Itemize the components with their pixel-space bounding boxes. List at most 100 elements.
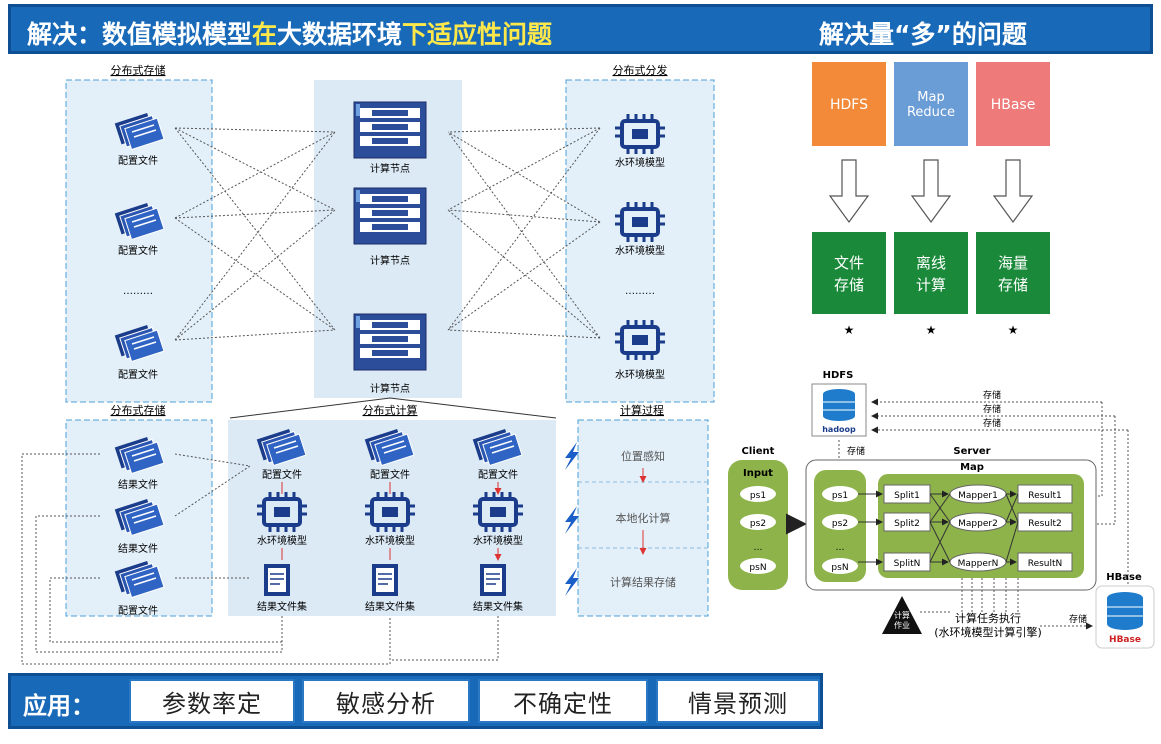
- main-title: 解决：数值模拟模型在大数据环境下适应性问题: [27, 20, 553, 49]
- svg-text:存储: 存储: [983, 389, 1001, 401]
- config-file-label: 配置文件: [118, 244, 158, 257]
- svg-text:HBase: HBase: [1109, 635, 1141, 645]
- svg-text:水环境模型: 水环境模型: [365, 534, 415, 547]
- result-label: Result1: [1028, 491, 1062, 501]
- server-item-label: psN: [831, 563, 848, 573]
- role-box-mass-storage: [976, 232, 1050, 314]
- svg-text:Map: Map: [917, 90, 944, 105]
- right-title: 解决量“多”的问题: [819, 20, 1027, 49]
- svg-text:存储: 存储: [834, 276, 864, 294]
- svg-text:离线: 离线: [916, 254, 946, 272]
- dist-compute-label: 分布式计算: [363, 403, 418, 417]
- result-file-label: 结果文件: [118, 542, 158, 555]
- svg-text:水环境模型: 水环境模型: [473, 534, 523, 547]
- lightning-icon: [565, 506, 579, 534]
- application-label: 应用：: [23, 692, 95, 720]
- compute-node-label: 计算节点: [370, 382, 410, 395]
- down-arrows: [828, 159, 1034, 224]
- client-item-label: ps2: [750, 519, 766, 529]
- role-box-offline-compute: [894, 232, 968, 314]
- architecture-diagram: 分布式存储 分布式分发 配置文件 配置文件 ……… 配置文件 计算节点 计算节点…: [21, 62, 1155, 665]
- tech-box-hbase: HBase: [976, 62, 1050, 146]
- process-step-1: 位置感知: [621, 449, 665, 463]
- server-item: [822, 558, 858, 574]
- water-model-icon: [613, 200, 667, 244]
- svg-text:结果文件集: 结果文件集: [257, 600, 307, 613]
- svg-text:存储: 存储: [847, 445, 865, 457]
- hbase-label: HBase: [1106, 572, 1142, 583]
- app-uncertainty[interactable]: 不确定性: [478, 679, 648, 723]
- star-icon: ★: [1008, 323, 1019, 337]
- config-file-label: 配置文件: [118, 604, 158, 617]
- svg-text:配置文件: 配置文件: [478, 468, 518, 481]
- app-scenario-prediction[interactable]: 情景预测: [656, 679, 820, 723]
- client-item-label: psN: [749, 563, 766, 573]
- mapper-label: MapperN: [958, 559, 999, 569]
- config-file-label: 配置文件: [118, 368, 158, 381]
- tech-box-mapreduce: Map Reduce: [894, 62, 968, 146]
- svg-text:文件: 文件: [834, 254, 864, 272]
- engine-label: (水环境模型计算引擎): [934, 625, 1042, 639]
- svg-text:存储: 存储: [983, 417, 1001, 429]
- compute-columns: 配置文件 配置文件 配置文件 水环境模型 水环境模型 水环境模型 结果文件集 结…: [255, 428, 525, 613]
- server-item-label: ps1: [832, 491, 848, 501]
- role-box-file-storage: [812, 232, 886, 314]
- compute-process-panel: [577, 419, 709, 617]
- split-label: SplitN: [894, 559, 921, 569]
- svg-text:存储: 存储: [1069, 613, 1087, 625]
- ellipsis-label: ………: [123, 286, 153, 297]
- ellipsis-label: ………: [625, 286, 655, 297]
- hadoop-logo: hadoop: [822, 425, 856, 434]
- star-icon: ★: [844, 323, 855, 337]
- compute-node-icon: [353, 101, 427, 159]
- app-sensitivity-analysis[interactable]: 敏感分析: [302, 679, 470, 723]
- svg-text:结果文件集: 结果文件集: [473, 600, 523, 613]
- exec-label: 计算任务执行: [955, 611, 1021, 625]
- compute-node-icon: [353, 313, 427, 371]
- hdfs-label: HDFS: [823, 370, 854, 381]
- process-step-3: 计算结果存储: [610, 575, 676, 589]
- client-item: [740, 514, 776, 530]
- client-item-label: …: [754, 543, 763, 553]
- svg-text:存储: 存储: [983, 403, 1001, 415]
- svg-text:作业: 作业: [894, 620, 910, 630]
- application-bar: 应用： 参数率定 敏感分析 不确定性 情景预测: [8, 673, 823, 729]
- compute-process-label: 计算过程: [620, 403, 664, 417]
- compute-node-label: 计算节点: [370, 162, 410, 175]
- client-label: Client: [742, 446, 775, 457]
- tech-box-hdfs: HDFS: [812, 62, 886, 146]
- server-item-label: …: [836, 543, 845, 553]
- svg-text:海量: 海量: [998, 254, 1028, 272]
- header-banner: 解决：数值模拟模型在大数据环境下适应性问题 解决量“多”的问题: [8, 4, 1153, 54]
- compute-node-icon: [353, 187, 427, 245]
- connection-lines: [174, 127, 601, 341]
- process-step-2: 本地化计算: [616, 511, 671, 525]
- mapper-label: Mapper2: [958, 519, 998, 529]
- client-item: [740, 558, 776, 574]
- svg-text:计算: 计算: [894, 610, 910, 620]
- water-model-label: 水环境模型: [615, 244, 665, 257]
- water-model-label: 水环境模型: [615, 368, 665, 381]
- split-label: Split2: [894, 519, 920, 529]
- result-label: ResultN: [1028, 559, 1063, 569]
- dist-storage-label-bottom: 分布式存储: [111, 403, 166, 417]
- water-model-icon: [613, 318, 667, 362]
- svg-text:HDFS: HDFS: [830, 97, 868, 113]
- server-item-label: ps2: [832, 519, 848, 529]
- svg-text:存储: 存储: [998, 276, 1028, 294]
- client-item-label: ps1: [750, 491, 766, 501]
- hbase-database-icon: HBase: [1095, 585, 1155, 649]
- mapper-label: Mapper1: [958, 491, 998, 501]
- svg-text:配置文件: 配置文件: [262, 468, 302, 481]
- lightning-icon: [565, 442, 579, 470]
- server-item: [822, 486, 858, 502]
- result-file-label: 结果文件: [118, 478, 158, 491]
- client-item: [740, 486, 776, 502]
- result-box: [1017, 552, 1073, 572]
- app-parameter-calibration[interactable]: 参数率定: [129, 679, 295, 723]
- server-label: Server: [953, 446, 990, 457]
- lightning-icon: [565, 568, 579, 596]
- svg-text:结果文件集: 结果文件集: [365, 600, 415, 613]
- svg-text:配置文件: 配置文件: [370, 468, 410, 481]
- star-icon: ★: [926, 323, 937, 337]
